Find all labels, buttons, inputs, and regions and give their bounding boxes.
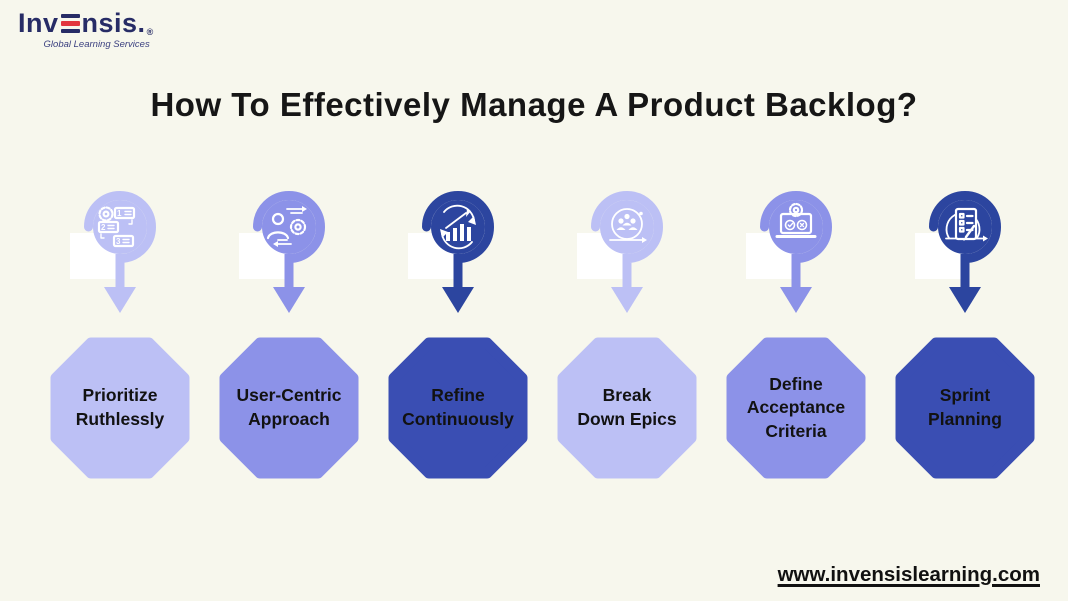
invensis-logo: Inv nsis . ® Global Learning Services [18, 8, 154, 50]
page-title: How To Effectively Manage A Product Back… [150, 86, 918, 124]
laptop-checklist-icon [746, 191, 832, 313]
step-column-6: Sprint Planning [895, 187, 1035, 479]
step-octagon-1: Prioritize Ruthlessly [50, 337, 190, 479]
octagon-shape [50, 337, 190, 479]
step-label: Define Acceptance Criteria [746, 373, 846, 441]
octagon-shape [726, 337, 866, 479]
step-column-2: User-Centric Approach [219, 187, 359, 479]
step-octagon-3: Refine Continuously [388, 337, 528, 479]
octagon-shape [895, 337, 1035, 479]
team-sprint-icon [577, 191, 663, 313]
logo-text-suffix: nsis [81, 8, 138, 38]
step-octagon-5: Define Acceptance Criteria [726, 337, 866, 479]
logo-period: . [137, 8, 146, 38]
logo-tagline: Global Learning Services [43, 39, 150, 50]
octagon-shape [557, 337, 697, 479]
svg-text:2: 2 [101, 223, 106, 232]
clipboard-sprint-icon [915, 191, 1001, 313]
step-label: Sprint Planning [928, 385, 1002, 429]
step-label: Refine Continuously [402, 385, 514, 429]
footer: www.invensislearning.com [778, 563, 1040, 587]
logo-wordmark: Inv nsis . ® [18, 8, 154, 39]
logo-e-bars-icon [60, 13, 80, 34]
svg-text:3: 3 [116, 237, 121, 246]
chart-refresh-icon [408, 191, 494, 313]
octagon-shape [388, 337, 528, 479]
step-column-1: 1 2 3 Prioritize Ruthlessly [50, 187, 190, 479]
step-column-3: Refine Continuously [388, 187, 528, 479]
step-label: User-Centric Approach [236, 385, 342, 429]
octagon-shape [219, 337, 359, 479]
user-gear-exchange-icon [239, 191, 325, 313]
step-label: Break Down Epics [577, 385, 677, 429]
steps-row: 1 2 3 Prioritize Ruthlessly [50, 187, 1035, 479]
step-column-4: Break Down Epics [557, 187, 697, 479]
step-label: Prioritize Ruthlessly [75, 385, 165, 429]
logo-text-prefix: Inv [18, 8, 59, 38]
step-octagon-2: User-Centric Approach [219, 337, 359, 479]
registered-mark: ® [146, 27, 154, 37]
step-column-5: Define Acceptance Criteria [726, 187, 866, 479]
step-octagon-6: Sprint Planning [895, 337, 1035, 479]
gear-task-list-icon: 1 2 3 [70, 191, 156, 313]
svg-text:1: 1 [117, 209, 122, 218]
website-link[interactable]: www.invensislearning.com [777, 563, 1040, 586]
step-octagon-4: Break Down Epics [557, 337, 697, 479]
